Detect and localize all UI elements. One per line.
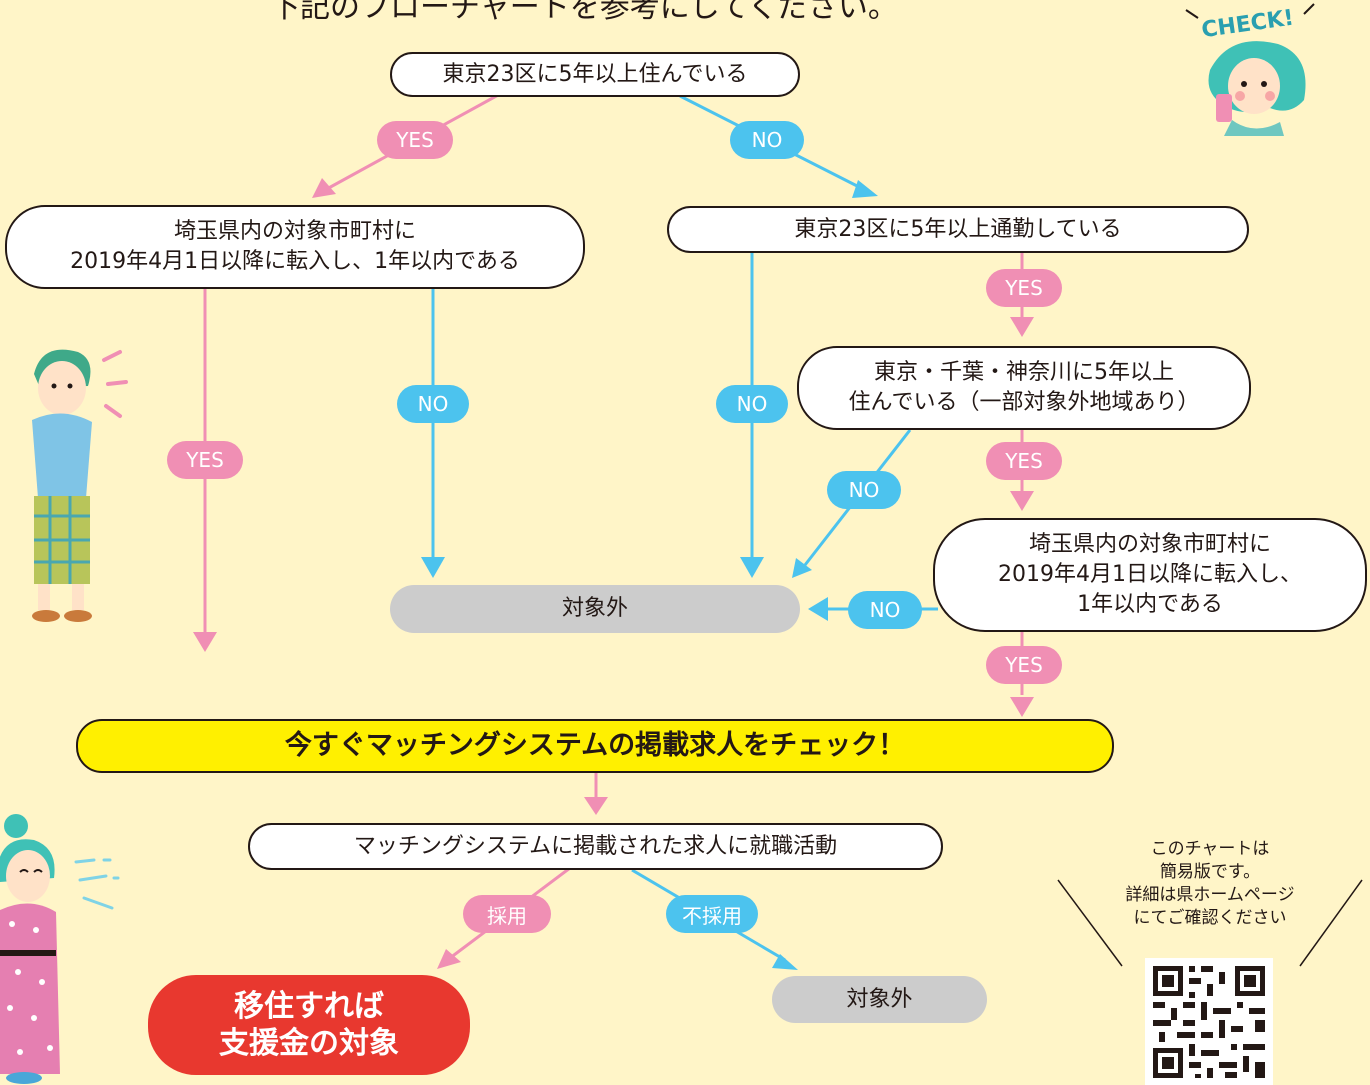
arrowhead-no-tokyo bbox=[792, 558, 812, 578]
arrowhead-no-left bbox=[421, 557, 445, 578]
qr-code-icon bbox=[1145, 958, 1273, 1085]
node-live-tokyo: 東京23区に5年以上住んでいる bbox=[390, 52, 800, 97]
badge-yes: YES bbox=[986, 646, 1062, 684]
badge-no: NO bbox=[730, 121, 804, 159]
node-moved-saitama-right: 埼玉県内の対象市町村に 2019年4月1日以降に転入し、 1年以内である bbox=[933, 518, 1367, 632]
badge-yes: YES bbox=[986, 442, 1062, 480]
thinking-boy-illustration bbox=[32, 349, 128, 622]
arrowhead-no-start bbox=[852, 180, 878, 198]
badge-no: NO bbox=[397, 385, 469, 423]
happy-woman-illustration bbox=[0, 814, 120, 1084]
arrowhead-check bbox=[584, 797, 608, 815]
arrowhead-yes-commute bbox=[1010, 317, 1034, 337]
badge-no: NO bbox=[716, 385, 788, 423]
badge-not-hired: 不採用 bbox=[666, 895, 758, 933]
badge-yes: YES bbox=[986, 269, 1062, 307]
node-eligible: 移住すれば 支援金の対象 bbox=[148, 975, 470, 1075]
node-live-tokyo-area: 東京・千葉・神奈川に5年以上 住んでいる（一部対象外地域あり） bbox=[797, 346, 1251, 430]
node-excluded-bottom: 対象外 bbox=[772, 976, 987, 1023]
arrowhead-yes-start bbox=[312, 178, 336, 198]
arrowhead-no-commute bbox=[740, 557, 764, 578]
badge-yes: YES bbox=[167, 441, 243, 479]
badge-hired: 採用 bbox=[463, 895, 551, 933]
node-commute-tokyo: 東京23区に5年以上通勤している bbox=[667, 206, 1249, 253]
arrowhead-no-saitama bbox=[808, 597, 828, 621]
girl-with-phone-illustration: CHECK! bbox=[1185, 3, 1315, 136]
arrowhead-hired bbox=[437, 949, 461, 969]
note-bracket bbox=[1057, 879, 1363, 967]
arrowhead-yes-left bbox=[193, 632, 217, 652]
simplified-chart-note: このチャートは 簡易版です。 詳細は県ホームページ にてご確認ください bbox=[1125, 839, 1295, 928]
arrowhead-not-hired bbox=[772, 954, 798, 970]
node-moved-saitama-left: 埼玉県内の対象市町村に 2019年4月1日以降に転入し、1年以内である bbox=[5, 205, 585, 289]
badge-no: NO bbox=[827, 471, 901, 509]
node-check-jobs: 今すぐマッチングシステムの掲載求人をチェック！ bbox=[76, 719, 1114, 773]
node-job-hunting: マッチングシステムに掲載された求人に就職活動 bbox=[248, 823, 943, 870]
badge-no: NO bbox=[848, 591, 922, 629]
check-text: CHECK! bbox=[1200, 6, 1295, 44]
arrowhead-yes-tokyo bbox=[1010, 491, 1034, 511]
badge-yes: YES bbox=[377, 121, 453, 159]
node-excluded: 対象外 bbox=[390, 585, 800, 633]
flowchart-heading: 下記のフローチャートを参考にしてください。 bbox=[270, 0, 898, 25]
arrowhead-yes-saitama bbox=[1010, 697, 1034, 717]
